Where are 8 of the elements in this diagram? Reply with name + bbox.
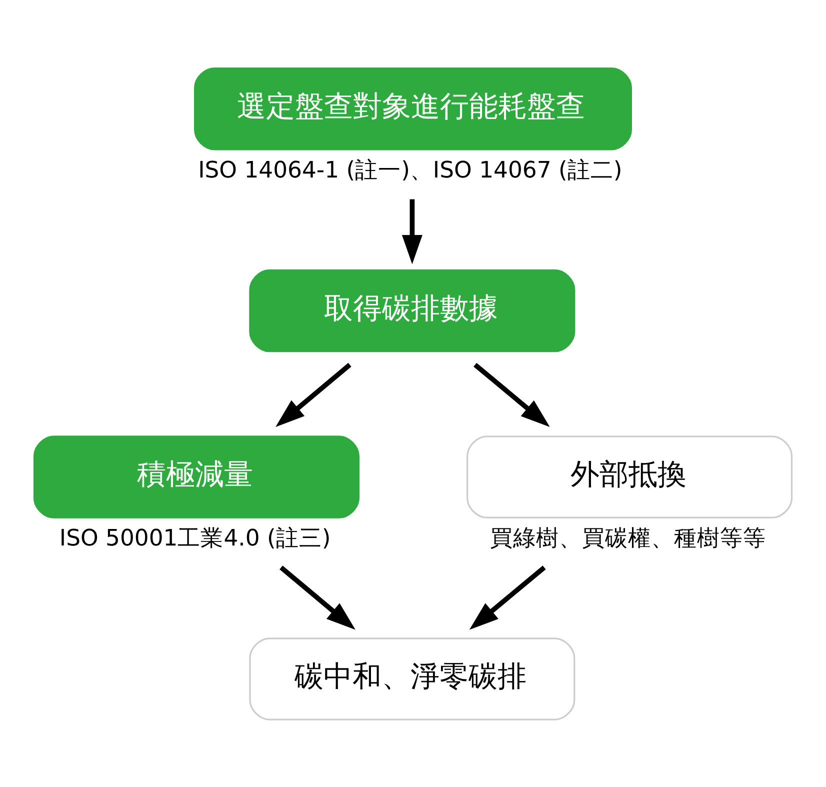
node-label: ISO 50001工業4.0 (註三) <box>59 525 331 552</box>
arrow <box>402 199 422 264</box>
arrow <box>276 362 352 427</box>
arrow <box>469 566 546 630</box>
arrow <box>280 566 356 630</box>
node-label: 買綠樹、買碳權、種樹等等 <box>490 525 766 552</box>
arrow <box>474 362 550 427</box>
node-label: ISO 14064-1 (註一)、ISO 14067 (註二) <box>198 157 622 184</box>
